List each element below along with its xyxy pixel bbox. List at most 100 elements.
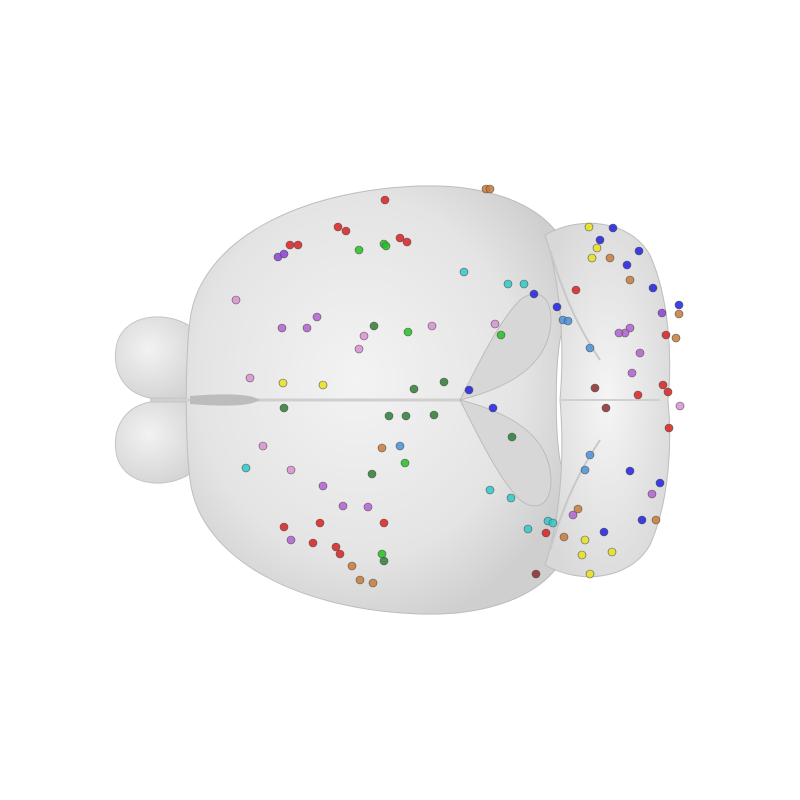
cell-marker-red — [335, 549, 345, 559]
cell-marker-orange — [674, 309, 684, 319]
cell-marker-violet — [277, 323, 287, 333]
cell-marker-cyan — [506, 493, 516, 503]
cell-marker-cyan — [548, 518, 558, 528]
cell-marker-cyan — [503, 279, 513, 289]
cell-marker-blue — [529, 289, 539, 299]
cell-marker-green — [354, 245, 364, 255]
cell-marker-red — [661, 330, 671, 340]
cell-marker-pink — [286, 465, 296, 475]
cell-marker-orange — [573, 504, 583, 514]
cell-marker-darkgreen — [401, 411, 411, 421]
cell-marker-purple — [279, 249, 289, 259]
cell-marker-pink — [359, 331, 369, 341]
cell-marker-yellow — [607, 547, 617, 557]
cell-markers — [231, 184, 685, 588]
cell-marker-darkgreen — [439, 377, 449, 387]
cell-marker-red — [293, 240, 303, 250]
cell-marker-red — [380, 195, 390, 205]
cell-marker-blue — [655, 478, 665, 488]
cell-marker-orange — [355, 575, 365, 585]
cell-marker-cyan — [523, 524, 533, 534]
cell-marker-orange — [485, 184, 495, 194]
cell-marker-cyan — [519, 279, 529, 289]
cell-marker-lightblue — [580, 465, 590, 475]
cell-marker-violet — [635, 348, 645, 358]
cell-marker-pink — [245, 373, 255, 383]
cell-marker-yellow — [580, 535, 590, 545]
midline-shadow — [190, 394, 260, 406]
cell-marker-red — [315, 518, 325, 528]
cell-marker-yellow — [278, 378, 288, 388]
cell-marker-pink — [258, 441, 268, 451]
cell-marker-red — [664, 423, 674, 433]
cell-marker-cyan — [459, 267, 469, 277]
cell-marker-violet — [647, 489, 657, 499]
cell-marker-red — [402, 237, 412, 247]
cell-marker-yellow — [592, 243, 602, 253]
cell-marker-red — [379, 518, 389, 528]
cell-marker-brown — [601, 403, 611, 413]
cell-marker-red — [541, 528, 551, 538]
cell-marker-darkgreen — [384, 411, 394, 421]
cell-marker-orange — [651, 515, 661, 525]
cerebellum-fold-lower — [549, 439, 601, 551]
cell-marker-blue — [634, 246, 644, 256]
cell-marker-blue — [674, 300, 684, 310]
cell-marker-darkgreen — [369, 321, 379, 331]
cell-marker-orange — [559, 532, 569, 542]
cell-marker-violet — [627, 368, 637, 378]
cell-marker-green — [400, 458, 410, 468]
cell-marker-blue — [488, 403, 498, 413]
cell-marker-green — [496, 330, 506, 340]
cell-marker-red — [279, 522, 289, 532]
cell-marker-orange — [368, 578, 378, 588]
cell-marker-orange — [605, 253, 615, 263]
cell-marker-blue — [625, 466, 635, 476]
olfactory-bulb-lower — [114, 401, 201, 484]
cell-marker-pink — [354, 344, 364, 354]
olfactory-bulb-upper — [114, 316, 201, 399]
cell-marker-orange — [625, 275, 635, 285]
cell-marker-red — [571, 285, 581, 295]
cell-marker-darkgreen — [279, 403, 289, 413]
cell-marker-orange — [377, 443, 387, 453]
cell-marker-blue — [622, 260, 632, 270]
cell-marker-violet — [338, 501, 348, 511]
cell-marker-orange — [347, 561, 357, 571]
cell-marker-yellow — [584, 222, 594, 232]
cell-marker-blue — [648, 283, 658, 293]
cell-marker-darkgreen — [429, 410, 439, 420]
cell-marker-blue — [552, 302, 562, 312]
cell-marker-violet — [318, 481, 328, 491]
cell-marker-yellow — [318, 380, 328, 390]
cell-marker-blue — [637, 515, 647, 525]
cell-marker-darkgreen — [409, 384, 419, 394]
cell-marker-red — [285, 240, 295, 250]
cell-marker-violet — [363, 502, 373, 512]
cell-marker-lightblue — [585, 343, 595, 353]
midbrain-upper — [459, 293, 552, 401]
cell-marker-violet — [286, 535, 296, 545]
cell-marker-orange — [671, 333, 681, 343]
cell-marker-blue — [608, 223, 618, 233]
cell-marker-brown — [590, 383, 600, 393]
cell-marker-green — [403, 327, 413, 337]
cell-marker-blue — [599, 527, 609, 537]
cell-marker-red — [663, 387, 673, 397]
cell-marker-red — [308, 538, 318, 548]
cell-marker-purple — [657, 308, 667, 318]
cell-marker-lightblue — [395, 441, 405, 451]
cell-marker-pink — [231, 295, 241, 305]
cell-marker-cyan — [485, 485, 495, 495]
olfactory-bulbs — [114, 316, 201, 484]
cell-marker-red — [333, 222, 343, 232]
cell-marker-pink — [675, 401, 685, 411]
cell-marker-brown — [531, 569, 541, 579]
cell-marker-yellow — [577, 550, 587, 560]
cell-marker-pink — [427, 321, 437, 331]
cell-marker-red — [395, 233, 405, 243]
cell-marker-blue — [464, 385, 474, 395]
cell-marker-violet — [568, 510, 578, 520]
cell-marker-lightblue — [585, 450, 595, 460]
cell-marker-green — [381, 241, 391, 251]
